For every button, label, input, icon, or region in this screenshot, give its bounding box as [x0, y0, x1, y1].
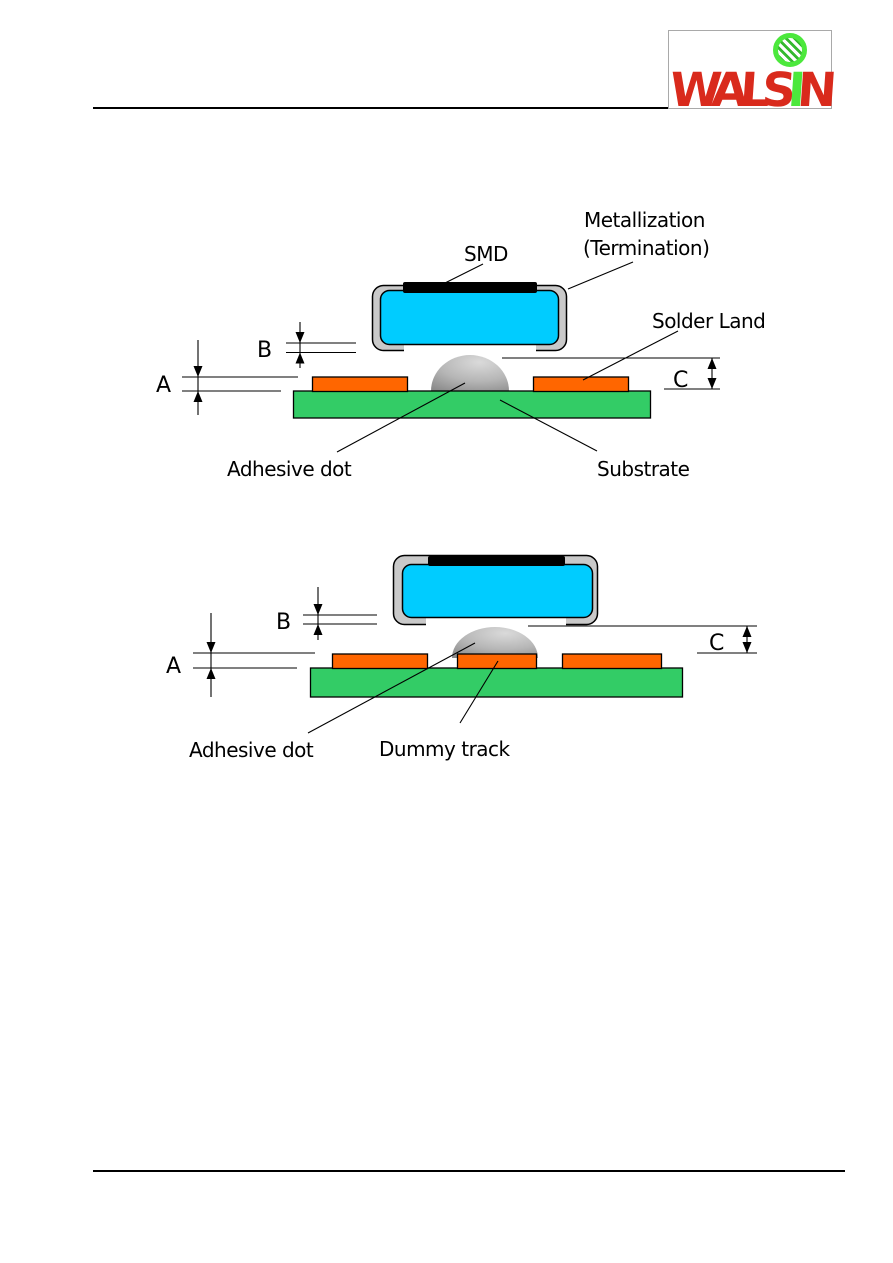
dimension-b: B — [257, 322, 356, 368]
dim-c2-label: C — [709, 631, 724, 656]
smd-label: SMD — [464, 242, 508, 266]
dimension-b-2: B — [276, 587, 377, 640]
dim-a2-arrow-up-icon — [206, 668, 216, 679]
dim-a2-label: A — [166, 654, 181, 679]
substrate-shape — [292, 390, 652, 419]
dimension-c-2: C — [528, 625, 757, 656]
dim-a-arrow-up-icon — [193, 391, 203, 402]
adhesive-dot-label-2: Adhesive dot — [189, 738, 314, 762]
footer-rule — [93, 1170, 845, 1172]
solder-land-right — [532, 376, 630, 393]
dimension-c: C — [502, 357, 720, 393]
dummy-track-label: Dummy track — [379, 737, 511, 761]
dimension-a-2: A — [166, 613, 315, 697]
metallization-label: Metallization — [584, 208, 705, 232]
dim-c2-arrow-up-icon — [742, 626, 752, 637]
adhesive-dot-shape — [431, 355, 509, 391]
dimension-a: A — [156, 340, 298, 415]
smd-leader-line — [444, 263, 484, 284]
walsin-globe-icon — [773, 33, 807, 67]
adhesive-dot-shape-2 — [452, 627, 538, 658]
dim-b-arrow-down-icon — [295, 332, 305, 343]
dim-b2-label: B — [276, 610, 291, 635]
dim-b-label: B — [257, 338, 272, 363]
solder-land-left-2 — [331, 653, 429, 670]
dim-c-label: C — [673, 368, 688, 393]
metallization-leader-line — [567, 261, 634, 290]
solder-land-leader-line — [582, 330, 679, 381]
header-rule — [93, 107, 830, 109]
dim-b2-arrow-up-icon — [313, 624, 323, 635]
walsin-logo: WALSIN — [668, 30, 832, 118]
metallization-bar — [403, 282, 537, 293]
adhesive-dot-label: Adhesive dot — [227, 457, 352, 481]
dummy-track-pad — [456, 653, 538, 670]
dummy-track-leader-line — [459, 660, 499, 724]
termination-bottom-gap — [404, 342, 536, 353]
solder-land-right-2 — [561, 653, 663, 670]
adhesive-dot-leader-line-2 — [307, 642, 476, 734]
termination-label: (Termination) — [583, 236, 709, 260]
solder-land-label: Solder Land — [652, 309, 765, 333]
dim-a2-arrow-down-icon — [206, 642, 216, 653]
substrate-leader-line — [499, 399, 598, 452]
diagram-upper: B A C — [156, 208, 766, 481]
smd-body — [379, 289, 560, 346]
smd-body-2 — [401, 563, 594, 619]
diagram-lower: B A C A — [166, 554, 757, 762]
dim-b2-arrow-down-icon — [313, 604, 323, 615]
dim-a-label: A — [156, 373, 171, 398]
substrate-shape-2 — [309, 667, 684, 698]
dim-c2-arrow-down-icon — [742, 642, 752, 653]
solder-land-left — [311, 376, 409, 393]
adhesive-dot-leader-line — [336, 382, 466, 453]
dim-c-arrow-up-icon — [707, 358, 717, 369]
dim-c-arrow-down-icon — [707, 378, 717, 389]
metallization-bar-2 — [428, 556, 565, 566]
dim-b-arrow-up-icon — [295, 352, 305, 364]
substrate-label: Substrate — [597, 457, 690, 481]
dim-a-arrow-down-icon — [193, 366, 203, 377]
